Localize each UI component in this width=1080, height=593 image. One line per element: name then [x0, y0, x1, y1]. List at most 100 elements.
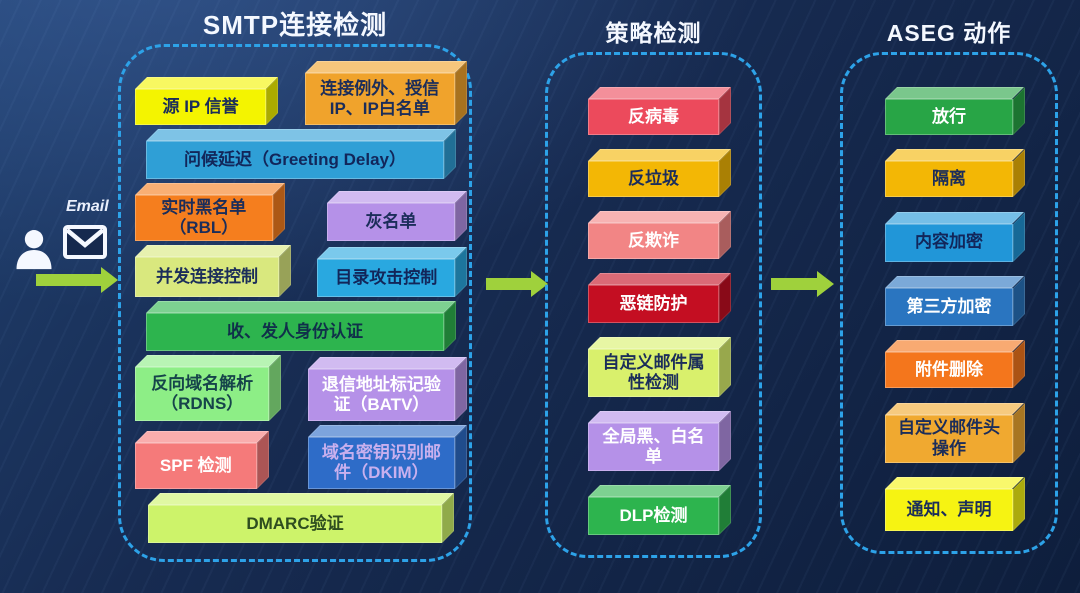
box-top-face [885, 149, 1025, 162]
box-label: 反欺诈 [588, 223, 719, 259]
box-label: 反病毒 [588, 99, 719, 135]
directory-attack-control-box: 目录攻击控制 [317, 247, 467, 297]
box-label: 目录攻击控制 [317, 259, 455, 297]
attachment-removal-box: 附件删除 [885, 340, 1025, 389]
box-label: 自定义邮件头操作 [885, 414, 1013, 463]
box-side-face [455, 61, 467, 125]
box-row: 收、发人身份认证 [135, 301, 456, 351]
box-top-face [307, 357, 467, 369]
custom-mail-attribute-detection-box: 自定义邮件属性检测 [588, 337, 731, 397]
panel-title-aseg-actions: ASEG 动作 [886, 20, 1012, 46]
custom-mail-header-operation-box: 自定义邮件头操作 [885, 402, 1025, 463]
box-label: 恶链防护 [588, 285, 719, 323]
box-row: 反垃圾 [548, 149, 759, 197]
box-row: 全局黑、白名单 [548, 411, 759, 471]
box-label: 通知、声明 [885, 488, 1013, 531]
box-top-face [588, 337, 731, 349]
box-side-face [718, 411, 731, 471]
malicious-link-protection-box: 恶链防护 [588, 273, 731, 323]
box-row: SPF 检测 域名密钥识别邮件（DKIM） [135, 425, 467, 489]
box-label: SPF 检测 [135, 443, 257, 489]
box-top-face [327, 191, 467, 203]
box-row: 并发连接控制目录攻击控制 [135, 245, 467, 297]
box-top-face [588, 485, 731, 497]
box-top-face [317, 247, 467, 259]
email-source-group: Email [10, 198, 120, 298]
box-top-face [885, 275, 1025, 288]
box-label: 并发连接控制 [135, 257, 279, 297]
email-label: Email [66, 198, 109, 215]
connection-exception-trusted-ip-whitelist-box: 连接例外、授信IP、IP白名单 [304, 61, 467, 125]
box-label: 反向域名解析（RDNS） [135, 367, 270, 421]
box-label: 反垃圾 [588, 161, 719, 197]
panel-smtp-connection-detection: SMTP连接检测 源 IP 信誉连接例外、授信IP、IP白名单问候延迟（Gree… [118, 6, 472, 562]
third-party-encryption-box: 第三方加密 [885, 275, 1025, 326]
box-label: 域名密钥识别邮件（DKIM） [307, 437, 455, 489]
box-top-face [304, 61, 467, 73]
box-label: 自定义邮件属性检测 [588, 349, 719, 397]
flow-arrow-2 [771, 270, 834, 298]
box-row: 自定义邮件属性检测 [548, 337, 759, 397]
box-row: 第三方加密 [843, 275, 1055, 326]
box-side-face [455, 357, 467, 421]
arrow-tail [36, 274, 102, 286]
box-row: DLP检测 [548, 485, 759, 535]
box-row: 实时黑名单（RBL）灰名单 [135, 183, 467, 241]
arrow-head [531, 271, 548, 297]
greeting-delay-box: 问候延迟（Greeting Delay） [146, 129, 456, 179]
box-top-face [885, 211, 1025, 224]
box-label: 放行 [885, 99, 1013, 135]
box-label: 收、发人身份认证 [146, 313, 444, 351]
box-top-face [588, 149, 731, 161]
box-row: 内容加密 [843, 211, 1055, 262]
box-side-face [272, 183, 285, 241]
box-row: 恶链防护 [548, 273, 759, 323]
box-top-face [135, 183, 285, 195]
box-top-face [588, 273, 731, 285]
greylist-box: 灰名单 [327, 191, 467, 241]
box-top-face [588, 411, 731, 423]
box-row: 反向域名解析（RDNS） 退信地址标记验证（BATV） [135, 355, 467, 421]
panel-body-smtp-connection-detection: 源 IP 信誉 连接例外、授信IP、IP白名单问候延迟（Greeting Dela… [118, 44, 472, 562]
box-top-face [885, 476, 1025, 489]
concurrent-connection-control-box: 并发连接控制 [135, 245, 291, 297]
box-row: 自定义邮件头操作 [843, 402, 1055, 463]
anti-fraud-box: 反欺诈 [588, 211, 731, 259]
box-top-face [147, 493, 455, 505]
box-top-face [885, 87, 1025, 99]
box-label: 源 IP 信誉 [135, 89, 267, 125]
box-label: 问候延迟（Greeting Delay） [146, 141, 444, 179]
box-top-face [135, 355, 282, 367]
box-label: DMARC验证 [147, 505, 443, 543]
box-top-face [146, 129, 456, 141]
source-ip-reputation-box: 源 IP 信誉 [135, 77, 279, 125]
dkim-box: 域名密钥识别邮件（DKIM） [307, 425, 467, 489]
panel-body-aseg-actions: 放行隔离内容加密第三方加密附件删除自定义邮件头操作通知、声明 [840, 52, 1058, 554]
arrow-tail [486, 278, 532, 290]
quarantine-box: 隔离 [885, 149, 1025, 198]
box-row: DMARC验证 [135, 493, 455, 543]
box-side-face [256, 431, 269, 489]
box-label: 灰名单 [327, 203, 455, 241]
box-label: DLP检测 [588, 497, 719, 535]
box-label: 连接例外、授信IP、IP白名单 [304, 73, 455, 125]
box-side-face [269, 355, 282, 421]
arrow-tail [771, 278, 818, 290]
box-top-face [135, 431, 269, 443]
box-label: 内容加密 [885, 223, 1013, 262]
box-top-face [588, 87, 731, 99]
box-label: 附件删除 [885, 352, 1013, 389]
batv-box: 退信地址标记验证（BATV） [307, 357, 467, 421]
box-label: 第三方加密 [885, 287, 1013, 326]
panel-body-policy-detection: 反病毒反垃圾反欺诈恶链防护自定义邮件属性检测全局黑、白名单 DLP检测 [545, 52, 762, 558]
box-row: 附件删除 [843, 340, 1055, 389]
panel-aseg-actions: ASEG 动作 放行隔离内容加密第三方加密附件删除自定义邮件头操作通知、声明 [840, 14, 1058, 554]
panel-title-policy-detection: 策略检测 [605, 20, 702, 46]
box-top-face [588, 211, 731, 223]
global-black-white-list-box: 全局黑、白名单 [588, 411, 731, 471]
box-row: 反病毒 [548, 87, 759, 135]
person-icon [16, 230, 52, 270]
dmarc-validation-box: DMARC验证 [147, 493, 455, 543]
box-top-face [885, 402, 1025, 415]
